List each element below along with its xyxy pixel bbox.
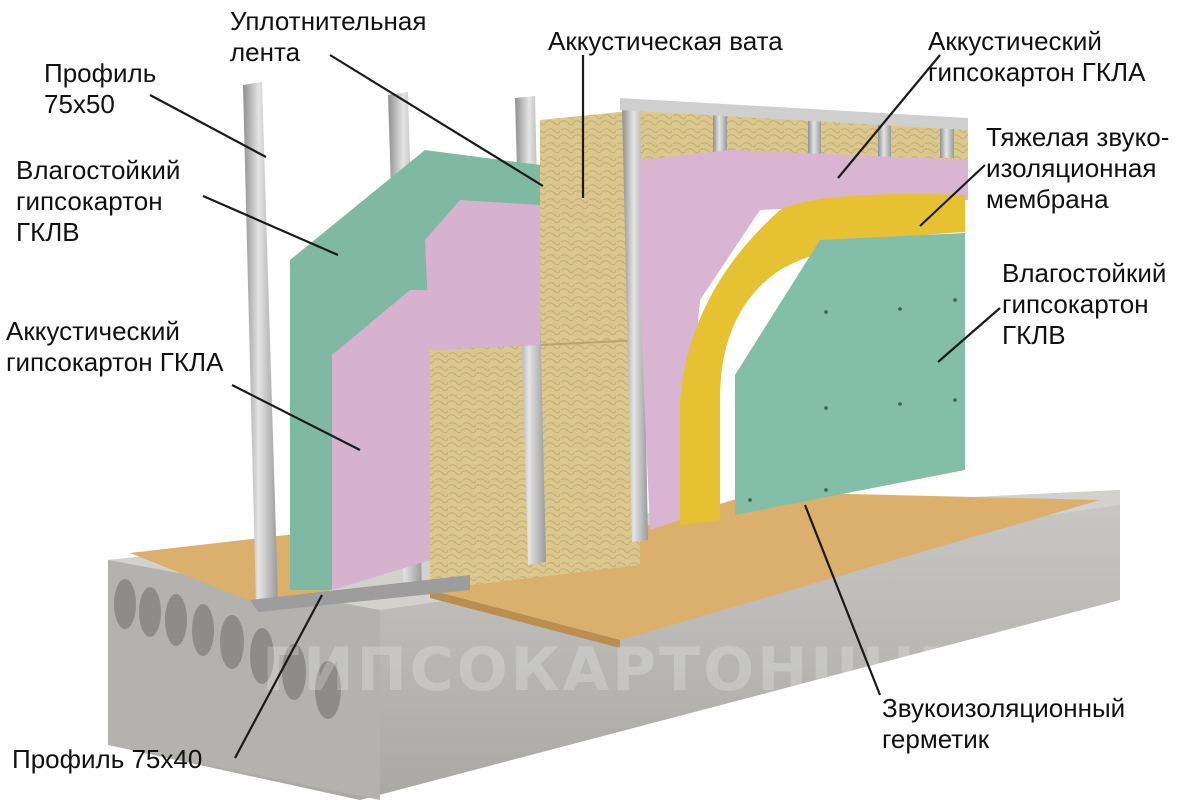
watermark-text: ГИПСОКАРТОНЩИК xyxy=(262,635,998,705)
floor-boards xyxy=(130,492,1100,648)
top-track xyxy=(620,98,968,130)
label-gkla-left: Аккустический гипсокартон ГКЛА xyxy=(6,316,224,377)
label-profile-75x40: Профиль 75х40 xyxy=(12,744,203,774)
label-acoustic-wool: Аккустическая вата xyxy=(548,26,783,56)
slab-hollow-cores xyxy=(114,579,341,719)
label-profile-75x50: Профиль 75х50 xyxy=(44,58,157,119)
board-screws xyxy=(748,298,957,502)
label-gkla-right: Аккустический гипсокартон ГКЛА xyxy=(928,26,1146,87)
sound-membrane xyxy=(680,194,965,525)
leader-lines xyxy=(149,54,1001,759)
label-membrane: Тяжелая звуко- изоляционная мембрана xyxy=(986,122,1170,214)
gkla-board xyxy=(332,150,968,590)
label-gklv-left: Влагостойкий гипсокартон ГКЛВ xyxy=(16,155,181,247)
label-gklv-right: Влагостойкий гипсокартон ГКЛВ xyxy=(1002,258,1167,350)
label-sealant: Звукоизоляционный герметик xyxy=(882,693,1126,754)
gklv-board-right xyxy=(735,233,965,515)
label-sealing-tape: Уплотнительная лента xyxy=(230,6,427,67)
